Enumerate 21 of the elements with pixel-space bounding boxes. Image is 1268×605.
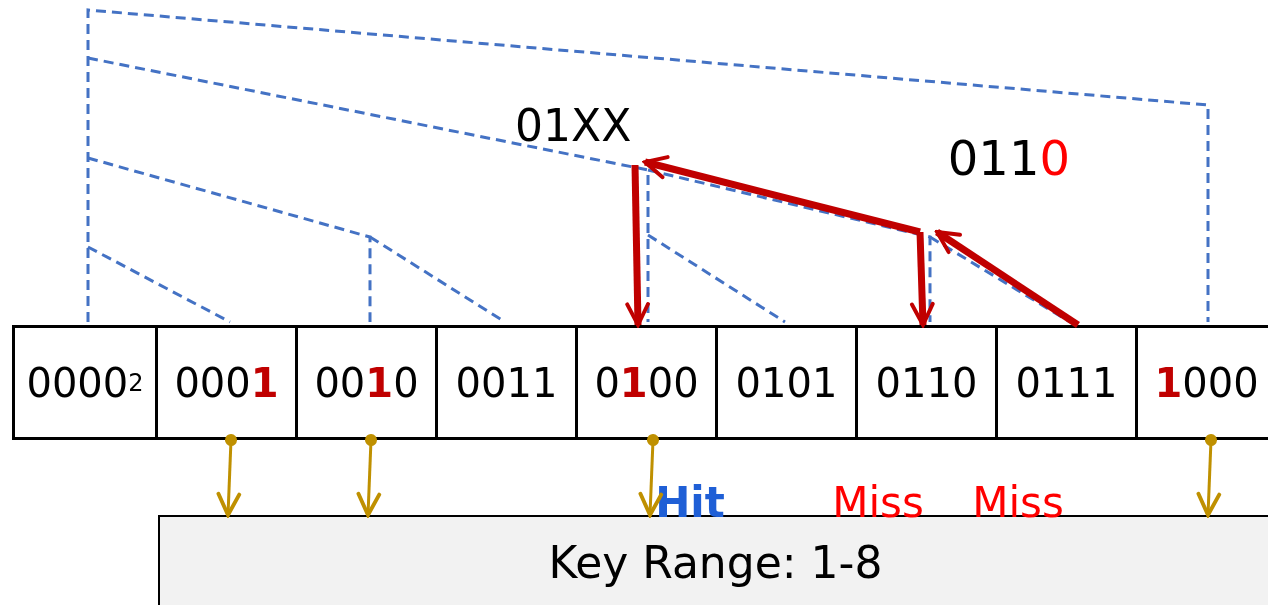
arrow [216, 434, 242, 517]
arrow [910, 231, 935, 327]
array-cell: 1000 [1135, 325, 1268, 440]
hit-label: Hit [655, 478, 725, 527]
miss-label: Miss [832, 478, 924, 527]
miss-label: Miss [972, 478, 1064, 527]
array-cell: 0111 [995, 325, 1138, 440]
array-cell: 0100 [575, 325, 718, 440]
arrow [638, 434, 664, 517]
array-cell: 0011 [435, 325, 578, 440]
array-cell: 0101 [715, 325, 858, 440]
tree-node-label: 0110 [947, 130, 1070, 186]
arrow [625, 164, 650, 327]
arrow [643, 155, 921, 236]
array-cell: 0001 [155, 325, 298, 440]
tree-node-label: 01XX [515, 100, 632, 151]
array-cell: 0010 [295, 325, 438, 440]
arrow [356, 434, 382, 517]
key-range-text: Key Range: 1-8 [548, 537, 883, 588]
array-cell: 0110 [855, 325, 998, 440]
arrow [1196, 434, 1222, 517]
